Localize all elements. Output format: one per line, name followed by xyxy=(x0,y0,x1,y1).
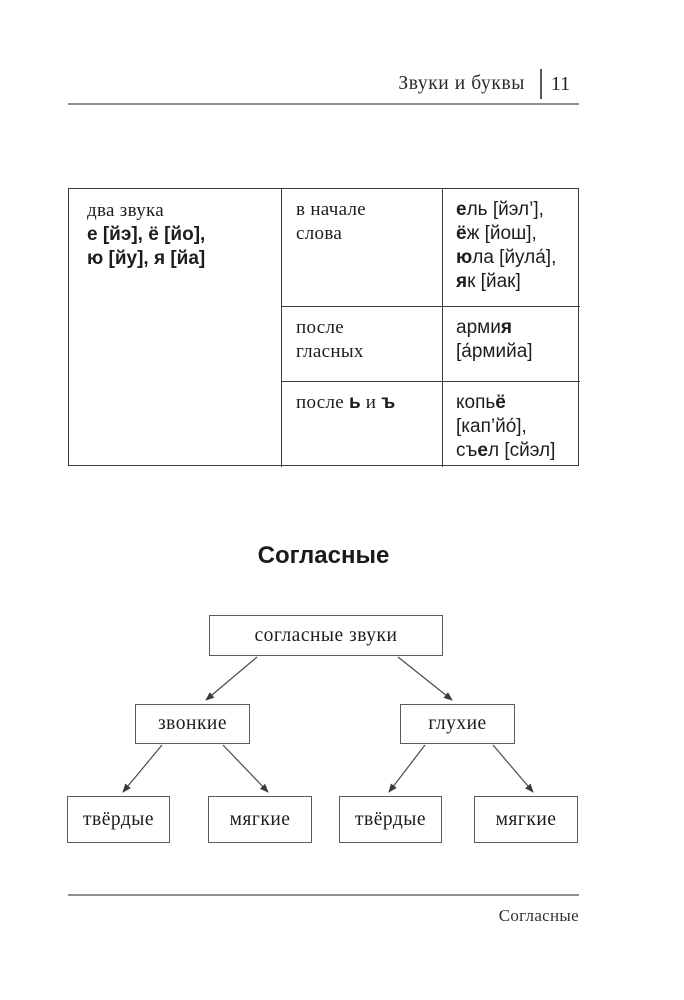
condition-line: слова xyxy=(296,223,343,244)
section-title: Согласные xyxy=(257,542,390,569)
example-line: [кап’йо́], xyxy=(456,416,527,437)
diagram-box-voiced: звонкие xyxy=(135,704,250,744)
condition-line: в начале xyxy=(296,199,367,220)
arrow-voiced-to-soft xyxy=(222,744,269,793)
condition-line: после ь и ъ xyxy=(296,392,396,413)
arrow-voiceless-to-hard xyxy=(388,744,426,793)
diagram-box-consonant-sounds: согласные звуки xyxy=(209,615,443,656)
example-line: копьё xyxy=(456,392,506,413)
examples-cell: копьё [кап’йо́], съел [сйэл] xyxy=(442,381,580,467)
lead-bold-line: е [йэ], ё [йо], xyxy=(87,224,206,245)
condition-line: гласных xyxy=(296,341,364,362)
example-line: армия xyxy=(456,317,512,338)
condition-cell: после ь и ъ xyxy=(281,381,442,467)
footer-rule xyxy=(68,894,579,896)
example-line: ель [йэл’], xyxy=(456,199,544,220)
vowel-sounds-table: два звука е [йэ], ё [йо], ю [йу], я [йа]… xyxy=(68,188,580,467)
arrow-root-to-voiceless xyxy=(397,656,453,701)
examples-cell: армия [а́рмийа] xyxy=(442,306,580,381)
diagram-box-hard-1: твёрдые xyxy=(67,796,170,843)
header-rule xyxy=(68,103,579,105)
example-line: съел [сйэл] xyxy=(456,440,556,461)
condition-line: после xyxy=(296,317,344,338)
page-number: 11 xyxy=(550,72,571,95)
condition-cell: в начале слова xyxy=(281,189,442,306)
diagram-box-soft-1: мягкие xyxy=(208,796,312,843)
table-lead-cell: два звука е [йэ], ё [йо], ю [йу], я [йа] xyxy=(69,189,281,467)
example-line: як [йак] xyxy=(456,271,521,292)
diagram-box-voiceless: глухие xyxy=(400,704,515,744)
arrow-voiced-to-hard xyxy=(122,744,163,793)
example-line: ёж [йош], xyxy=(456,223,537,244)
header-divider xyxy=(540,69,542,99)
diagram-box-soft-2: мягкие xyxy=(474,796,578,843)
lead-label: два звука xyxy=(87,200,164,221)
diagram-box-hard-2: твёрдые xyxy=(339,796,442,843)
example-line: юла [йула́], xyxy=(456,247,557,268)
running-head-title: Звуки и буквы xyxy=(398,73,525,94)
condition-cell: после гласных xyxy=(281,306,442,381)
arrow-voiceless-to-soft xyxy=(492,744,534,793)
footer-section-label: Согласные xyxy=(498,906,579,925)
lead-bold-line: ю [йу], я [йа] xyxy=(87,248,206,269)
arrow-root-to-voiced xyxy=(205,656,258,701)
examples-cell: ель [йэл’], ёж [йош], юла [йула́], як [й… xyxy=(442,189,580,306)
page-header: Звуки и буквы 11 xyxy=(68,66,579,102)
example-line: [а́рмийа] xyxy=(456,341,533,362)
